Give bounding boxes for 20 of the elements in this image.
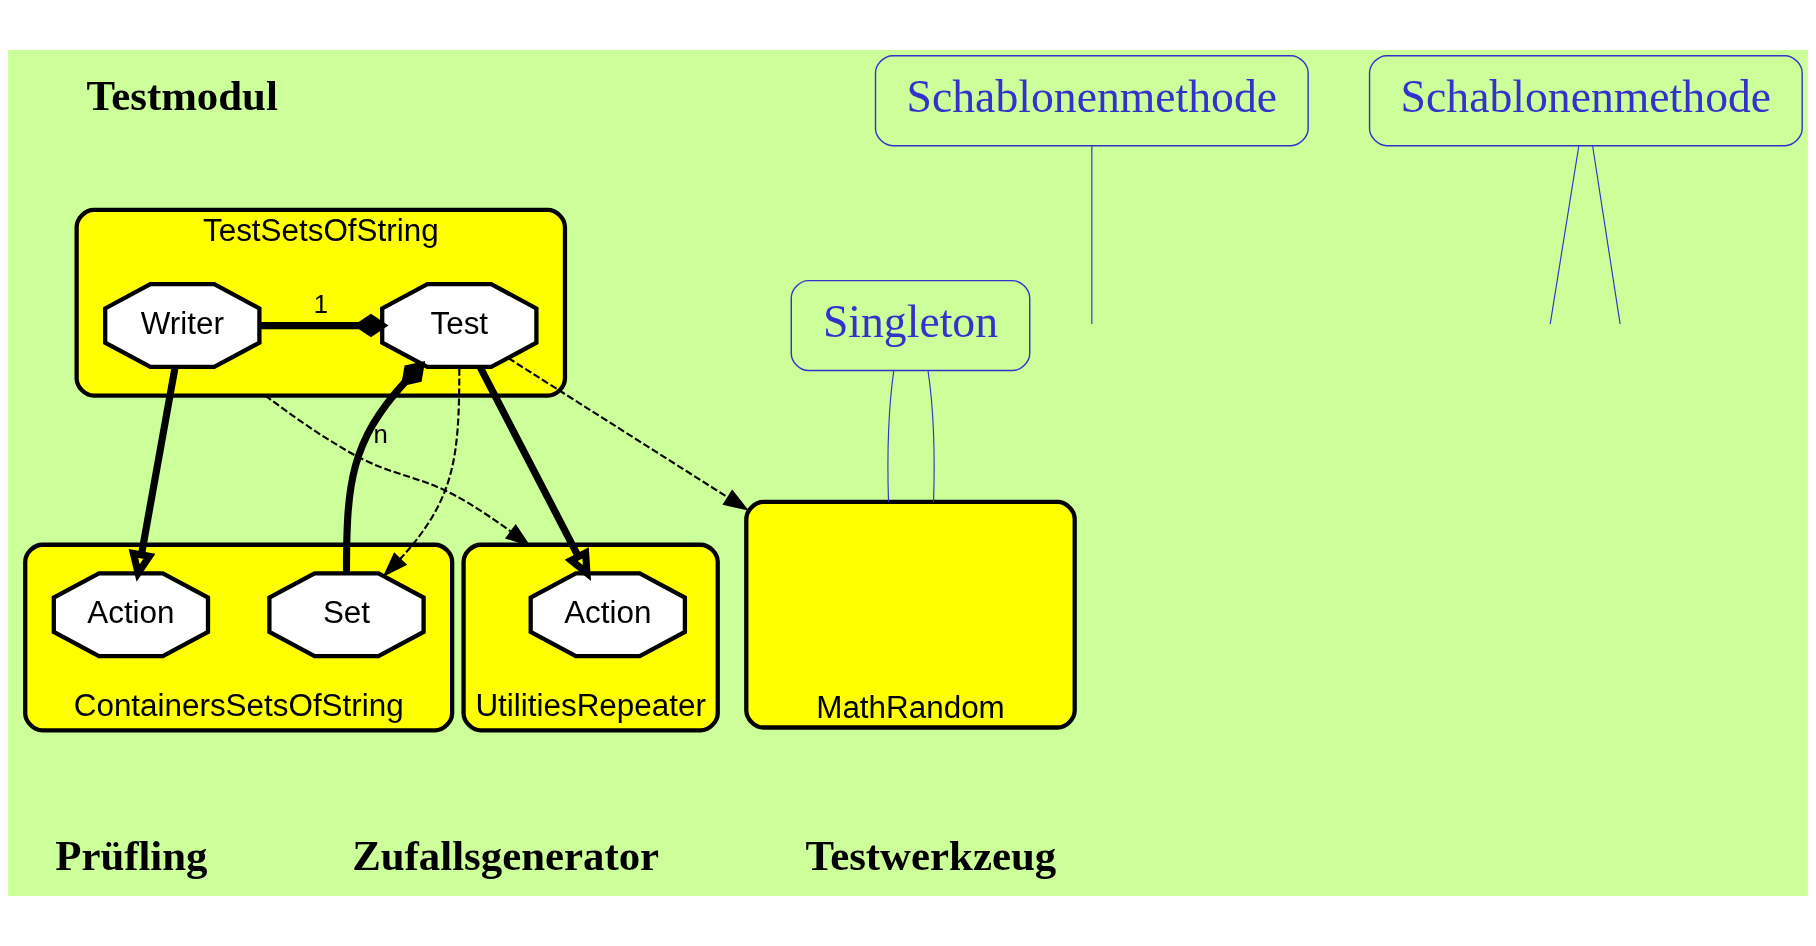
connector xyxy=(1091,145,1093,325)
connector xyxy=(927,370,935,503)
node-box: Schablonenmethode xyxy=(1368,55,1803,147)
edge-label: 1 xyxy=(313,290,328,319)
connector xyxy=(1592,145,1621,325)
node-box: Schablonenmethode xyxy=(874,55,1309,147)
arrow xyxy=(128,366,179,582)
node-label: Testmodul xyxy=(86,71,278,119)
connector xyxy=(1549,145,1580,325)
edge-label: n xyxy=(373,419,388,448)
node-box: MathRandom xyxy=(744,499,1077,730)
node-box: Singleton xyxy=(790,279,1031,372)
arrow xyxy=(382,368,461,578)
node-label: Prüfling xyxy=(55,832,208,880)
connector xyxy=(887,370,895,503)
node-label: Zufallsgenerator xyxy=(352,832,660,880)
arrow xyxy=(507,357,749,511)
node-label: Testwerkzeug xyxy=(805,832,1057,880)
connector xyxy=(342,360,426,572)
connector xyxy=(259,313,389,338)
